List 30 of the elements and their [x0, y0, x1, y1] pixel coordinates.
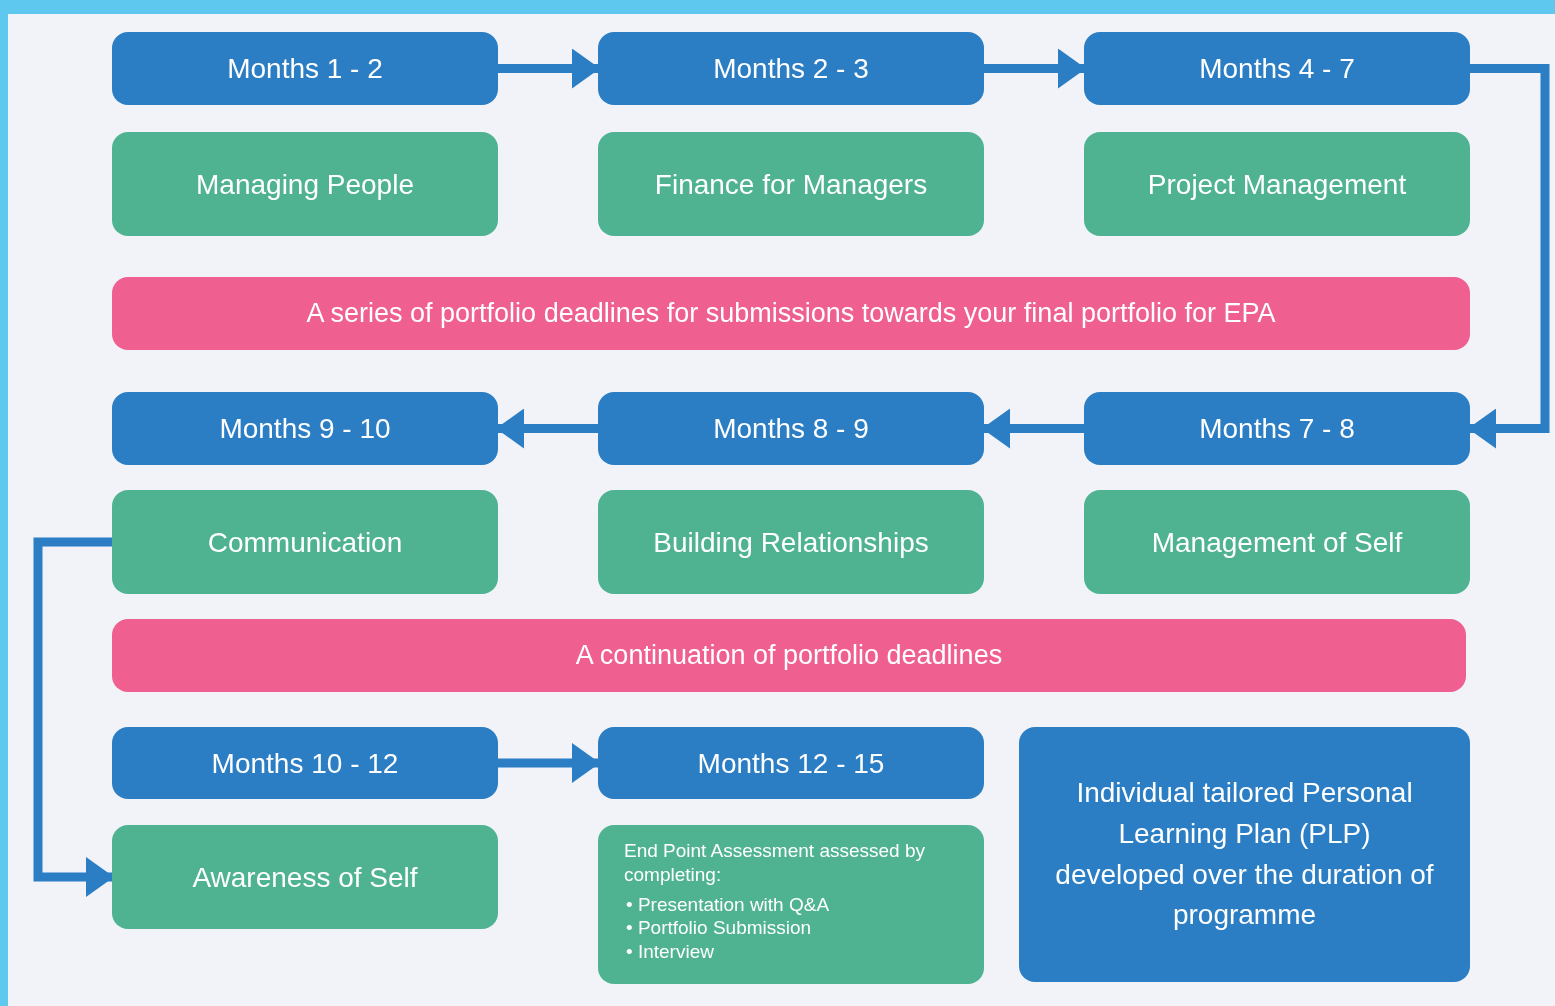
bullet-item: • Portfolio Submission: [626, 916, 813, 940]
plan-box: Individual tailored Personal Learning Plan (PLP) developed over the duration of programme: [1019, 727, 1470, 982]
arrow: [498, 48, 600, 89]
bullet-item: • Presentation with Q&A: [626, 892, 831, 917]
assessment-box: [598, 825, 984, 984]
arrow: [496, 408, 598, 449]
arrow: [982, 408, 1084, 449]
arrow: [984, 48, 1086, 89]
month-box: Months 8 - 9: [598, 392, 984, 465]
module-box: Awareness of Self: [112, 825, 498, 929]
arrow: [498, 743, 600, 783]
module-box: Building Relationships: [598, 490, 984, 594]
arrow: [33, 537, 114, 897]
module-box: Finance for Managers: [598, 132, 984, 236]
arrow: [1468, 64, 1550, 449]
month-box: Months 7 - 8: [1084, 392, 1470, 465]
month-box: Months 9 - 10: [112, 392, 498, 465]
assessment-text: End Point Assessment assessed by completing:: [624, 839, 926, 887]
module-box: Managing People: [112, 132, 498, 236]
deadline-banner: A continuation of portfolio deadlines: [112, 619, 1466, 692]
module-box: Project Management: [1084, 132, 1470, 236]
month-box: Months 4 - 7: [1084, 32, 1470, 105]
module-box: Management of Self: [1084, 490, 1470, 594]
bullet-item: • Interview: [626, 940, 715, 964]
month-box: Months 1 - 2: [112, 32, 498, 105]
deadline-banner: A series of portfolio deadlines for submissions towards your final portfolio for EPA: [112, 277, 1470, 350]
module-box: Communication: [112, 490, 498, 594]
month-box: Months 12 - 15: [598, 727, 984, 799]
month-box: Months 2 - 3: [598, 32, 984, 105]
month-box: Months 10 - 12: [112, 727, 498, 799]
